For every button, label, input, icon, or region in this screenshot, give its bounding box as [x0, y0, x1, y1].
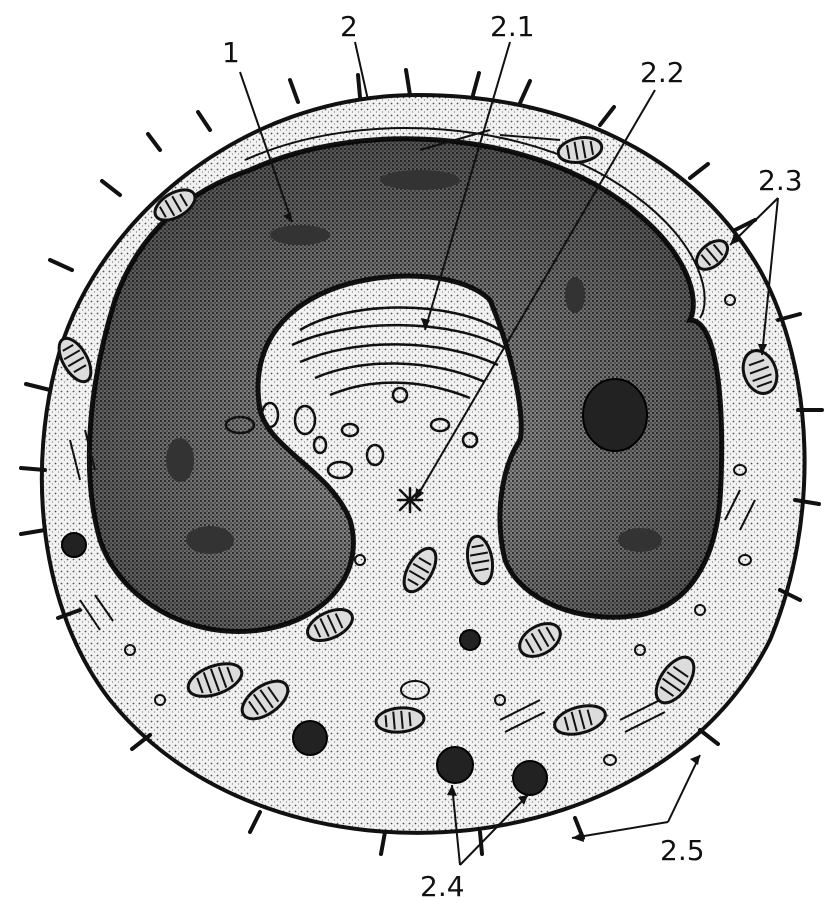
label-2-4: 2.4: [420, 870, 465, 903]
label-1: 1: [222, 36, 240, 69]
leader-2-5b: [668, 755, 700, 822]
label-2-2: 2.2: [640, 56, 685, 89]
nucleolus: [583, 379, 647, 451]
label-2: 2: [340, 10, 358, 43]
label-2-3: 2.3: [758, 164, 803, 197]
leader-2: [355, 42, 368, 100]
label-2-1: 2.1: [490, 10, 535, 43]
leader-2-5a: [572, 822, 668, 838]
label-2-5: 2.5: [660, 834, 705, 867]
